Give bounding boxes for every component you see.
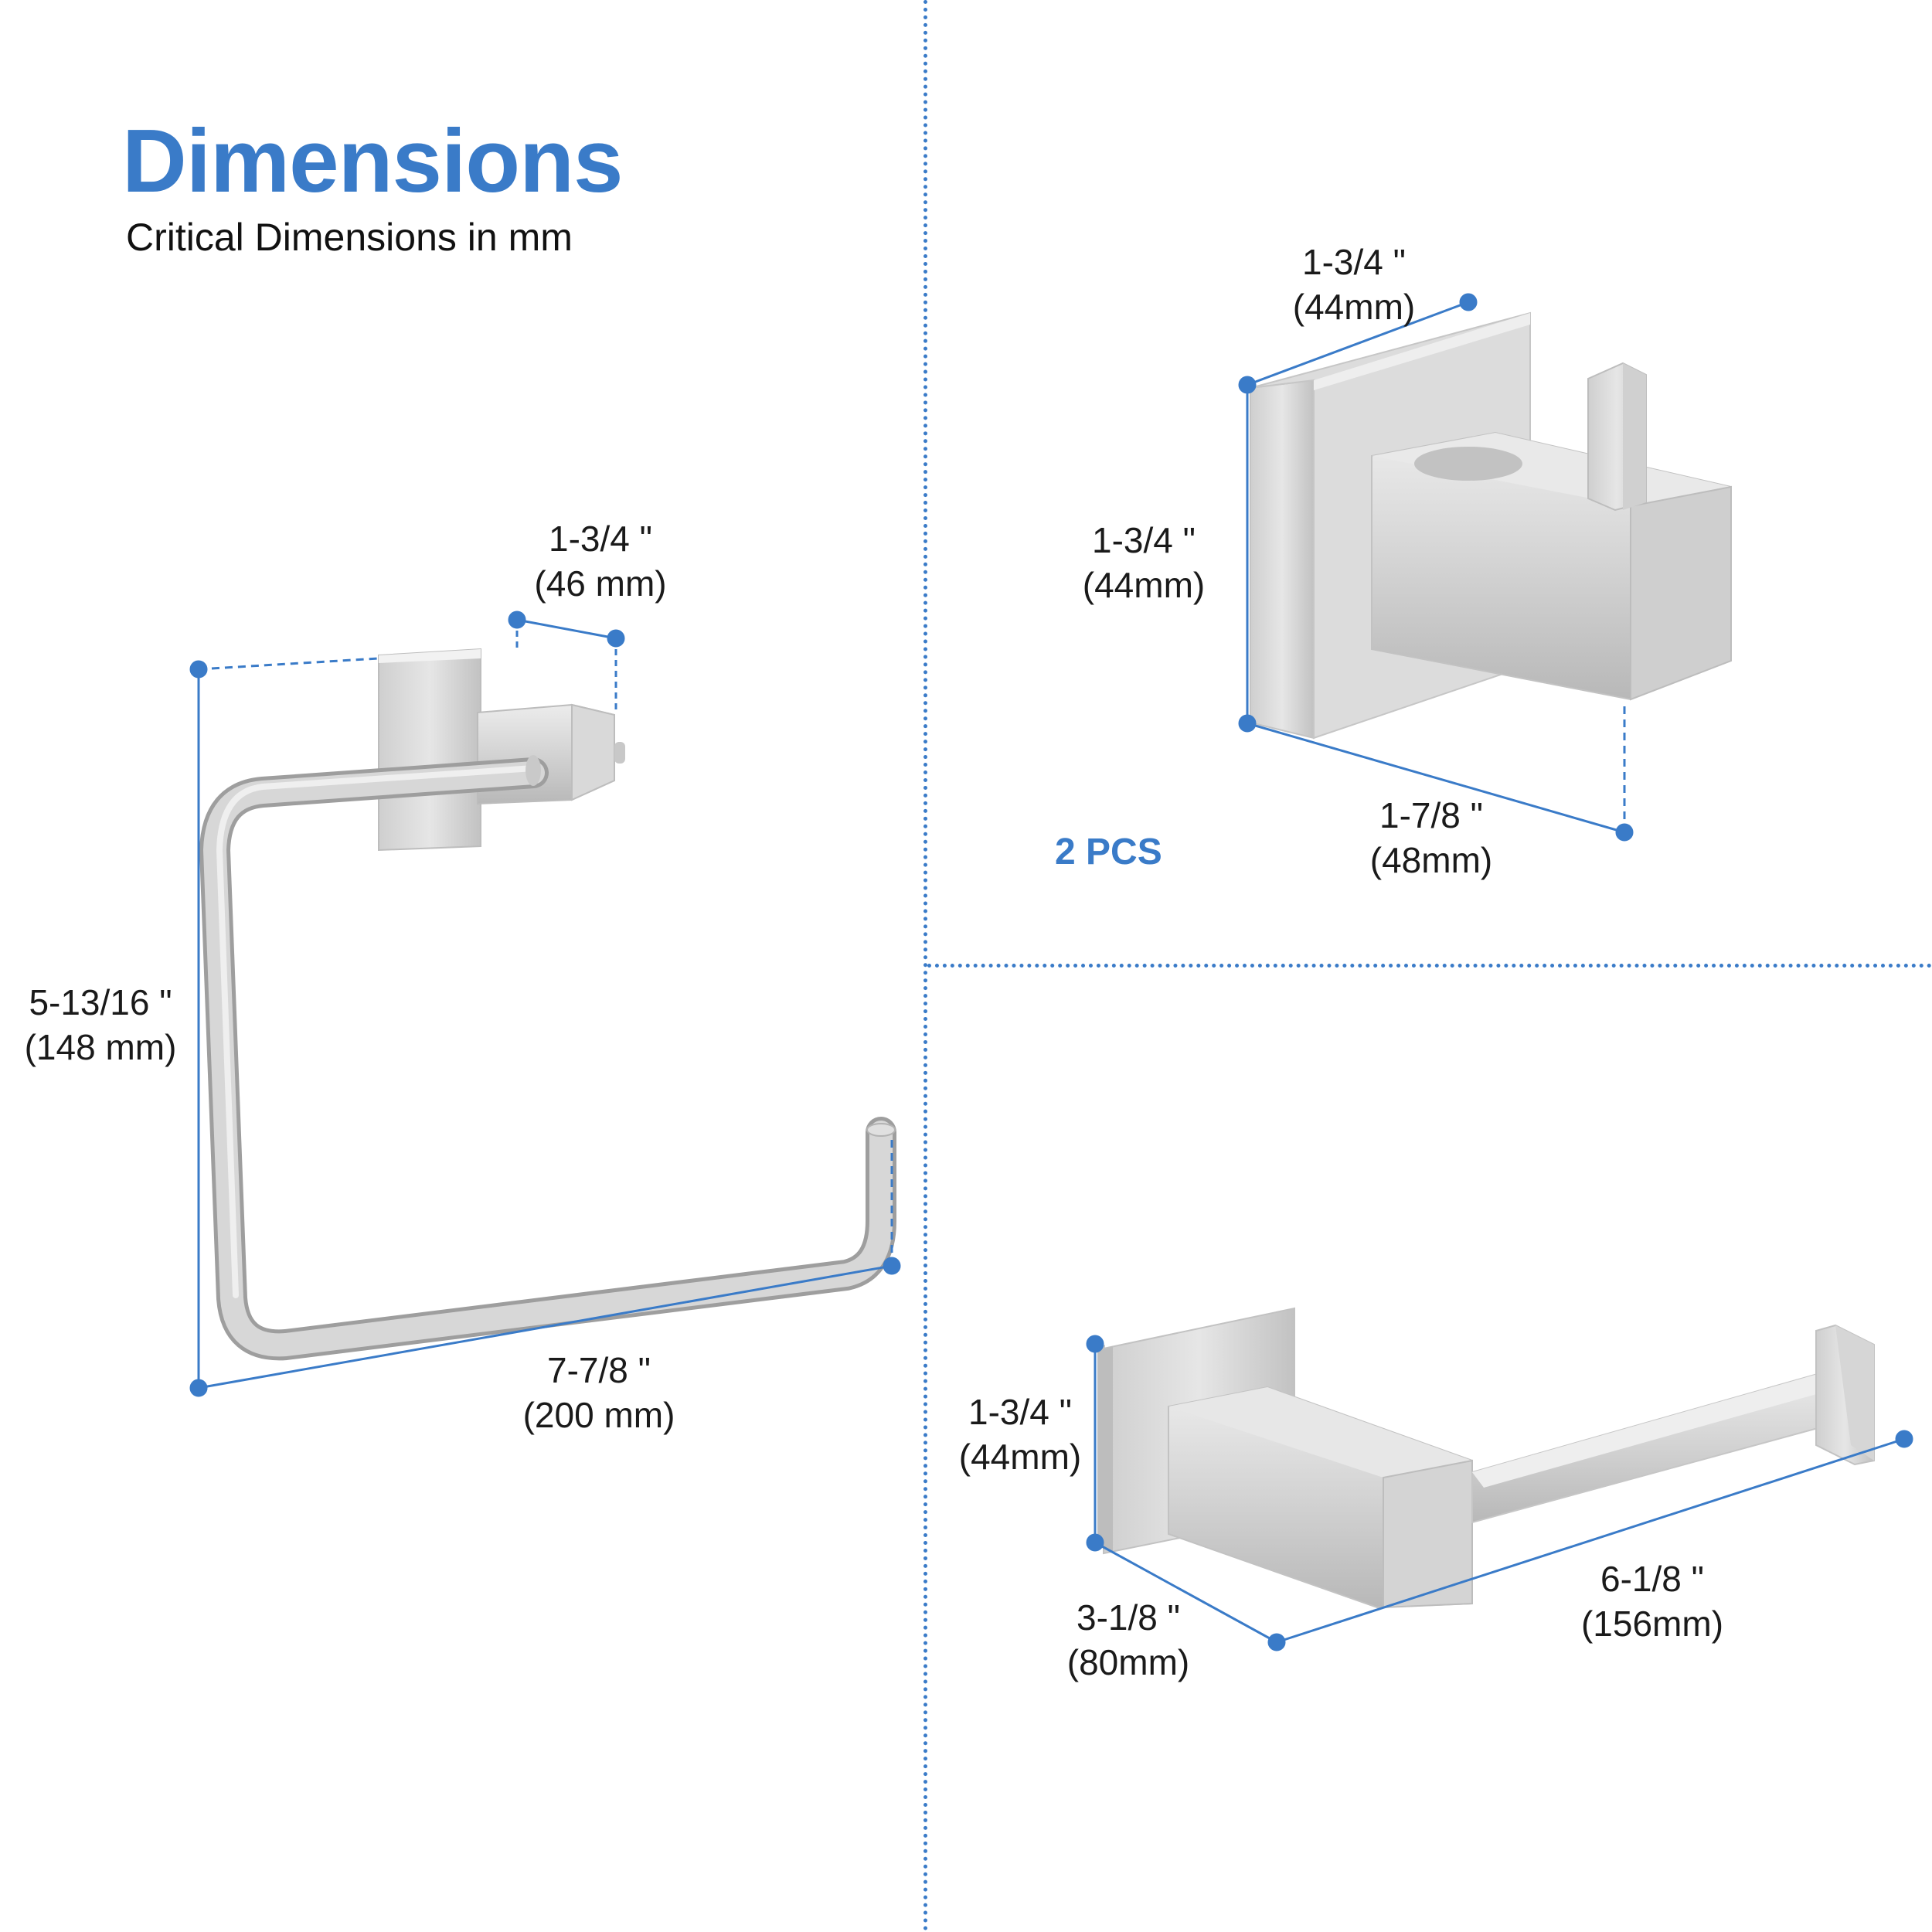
page-subtitle: Critical Dimensions in mm [126,216,573,259]
towel-ring-drawing [199,648,896,1361]
towel-ring-width-inch: 7-7/8 " [547,1350,651,1390]
robe-hook-width-inch: 1-3/4 " [1302,242,1406,282]
robe-hook-depth-mm: (48mm) [1369,840,1493,880]
robe-hook-width-label: 1-3/4 " (44mm) [1293,240,1415,329]
horizontal-divider [927,964,1932,968]
robe-hook-height-label: 1-3/4 " (44mm) [1083,518,1205,607]
page-title: Dimensions [122,111,623,211]
towel-ring-height-inch: 5-13/16 " [29,982,172,1022]
robe-hook-dimension-lines [1238,293,1634,842]
paper-holder-dimension-lines [1086,1335,1913,1651]
paper-holder-height-mm: (44mm) [958,1437,1082,1477]
paper-holder-length-label: 6-1/8 " (156mm) [1581,1556,1723,1646]
towel-ring-width-label: 7-7/8 " (200 mm) [523,1348,675,1437]
paper-holder-height-inch: 1-3/4 " [968,1392,1072,1432]
towel-ring-depth-inch: 1-3/4 " [549,519,652,559]
paper-holder-length-mm: (156mm) [1580,1604,1724,1644]
robe-hook-depth-inch: 1-7/8 " [1379,795,1483,835]
towel-ring-width-mm: (200 mm) [522,1395,675,1435]
towel-ring-height-mm: (148 mm) [24,1027,177,1067]
towel-ring-depth-mm: (46 mm) [534,563,667,604]
robe-hook-height-mm: (44mm) [1082,565,1206,605]
paper-holder-depth-label: 3-1/8 " (80mm) [1067,1595,1189,1685]
vertical-divider [923,0,927,1932]
robe-hook-quantity-badge: 2 PCS [1055,832,1162,872]
robe-hook-height-inch: 1-3/4 " [1092,520,1196,560]
paper-holder-height-label: 1-3/4 " (44mm) [959,1389,1081,1479]
paper-holder-drawing [1097,1307,1875,1609]
robe-hook-drawing [1250,311,1732,740]
towel-ring-dimension-lines [189,611,901,1397]
towel-ring-depth-label: 1-3/4 " (46 mm) [534,516,666,606]
paper-holder-depth-mm: (80mm) [1066,1642,1190,1682]
robe-hook-width-mm: (44mm) [1292,287,1416,327]
paper-holder-depth-inch: 3-1/8 " [1077,1597,1180,1638]
towel-ring-height-label: 5-13/16 " (148 mm) [25,980,177,1070]
paper-holder-length-inch: 6-1/8 " [1600,1559,1704,1599]
robe-hook-depth-label: 1-7/8 " (48mm) [1370,793,1492,883]
